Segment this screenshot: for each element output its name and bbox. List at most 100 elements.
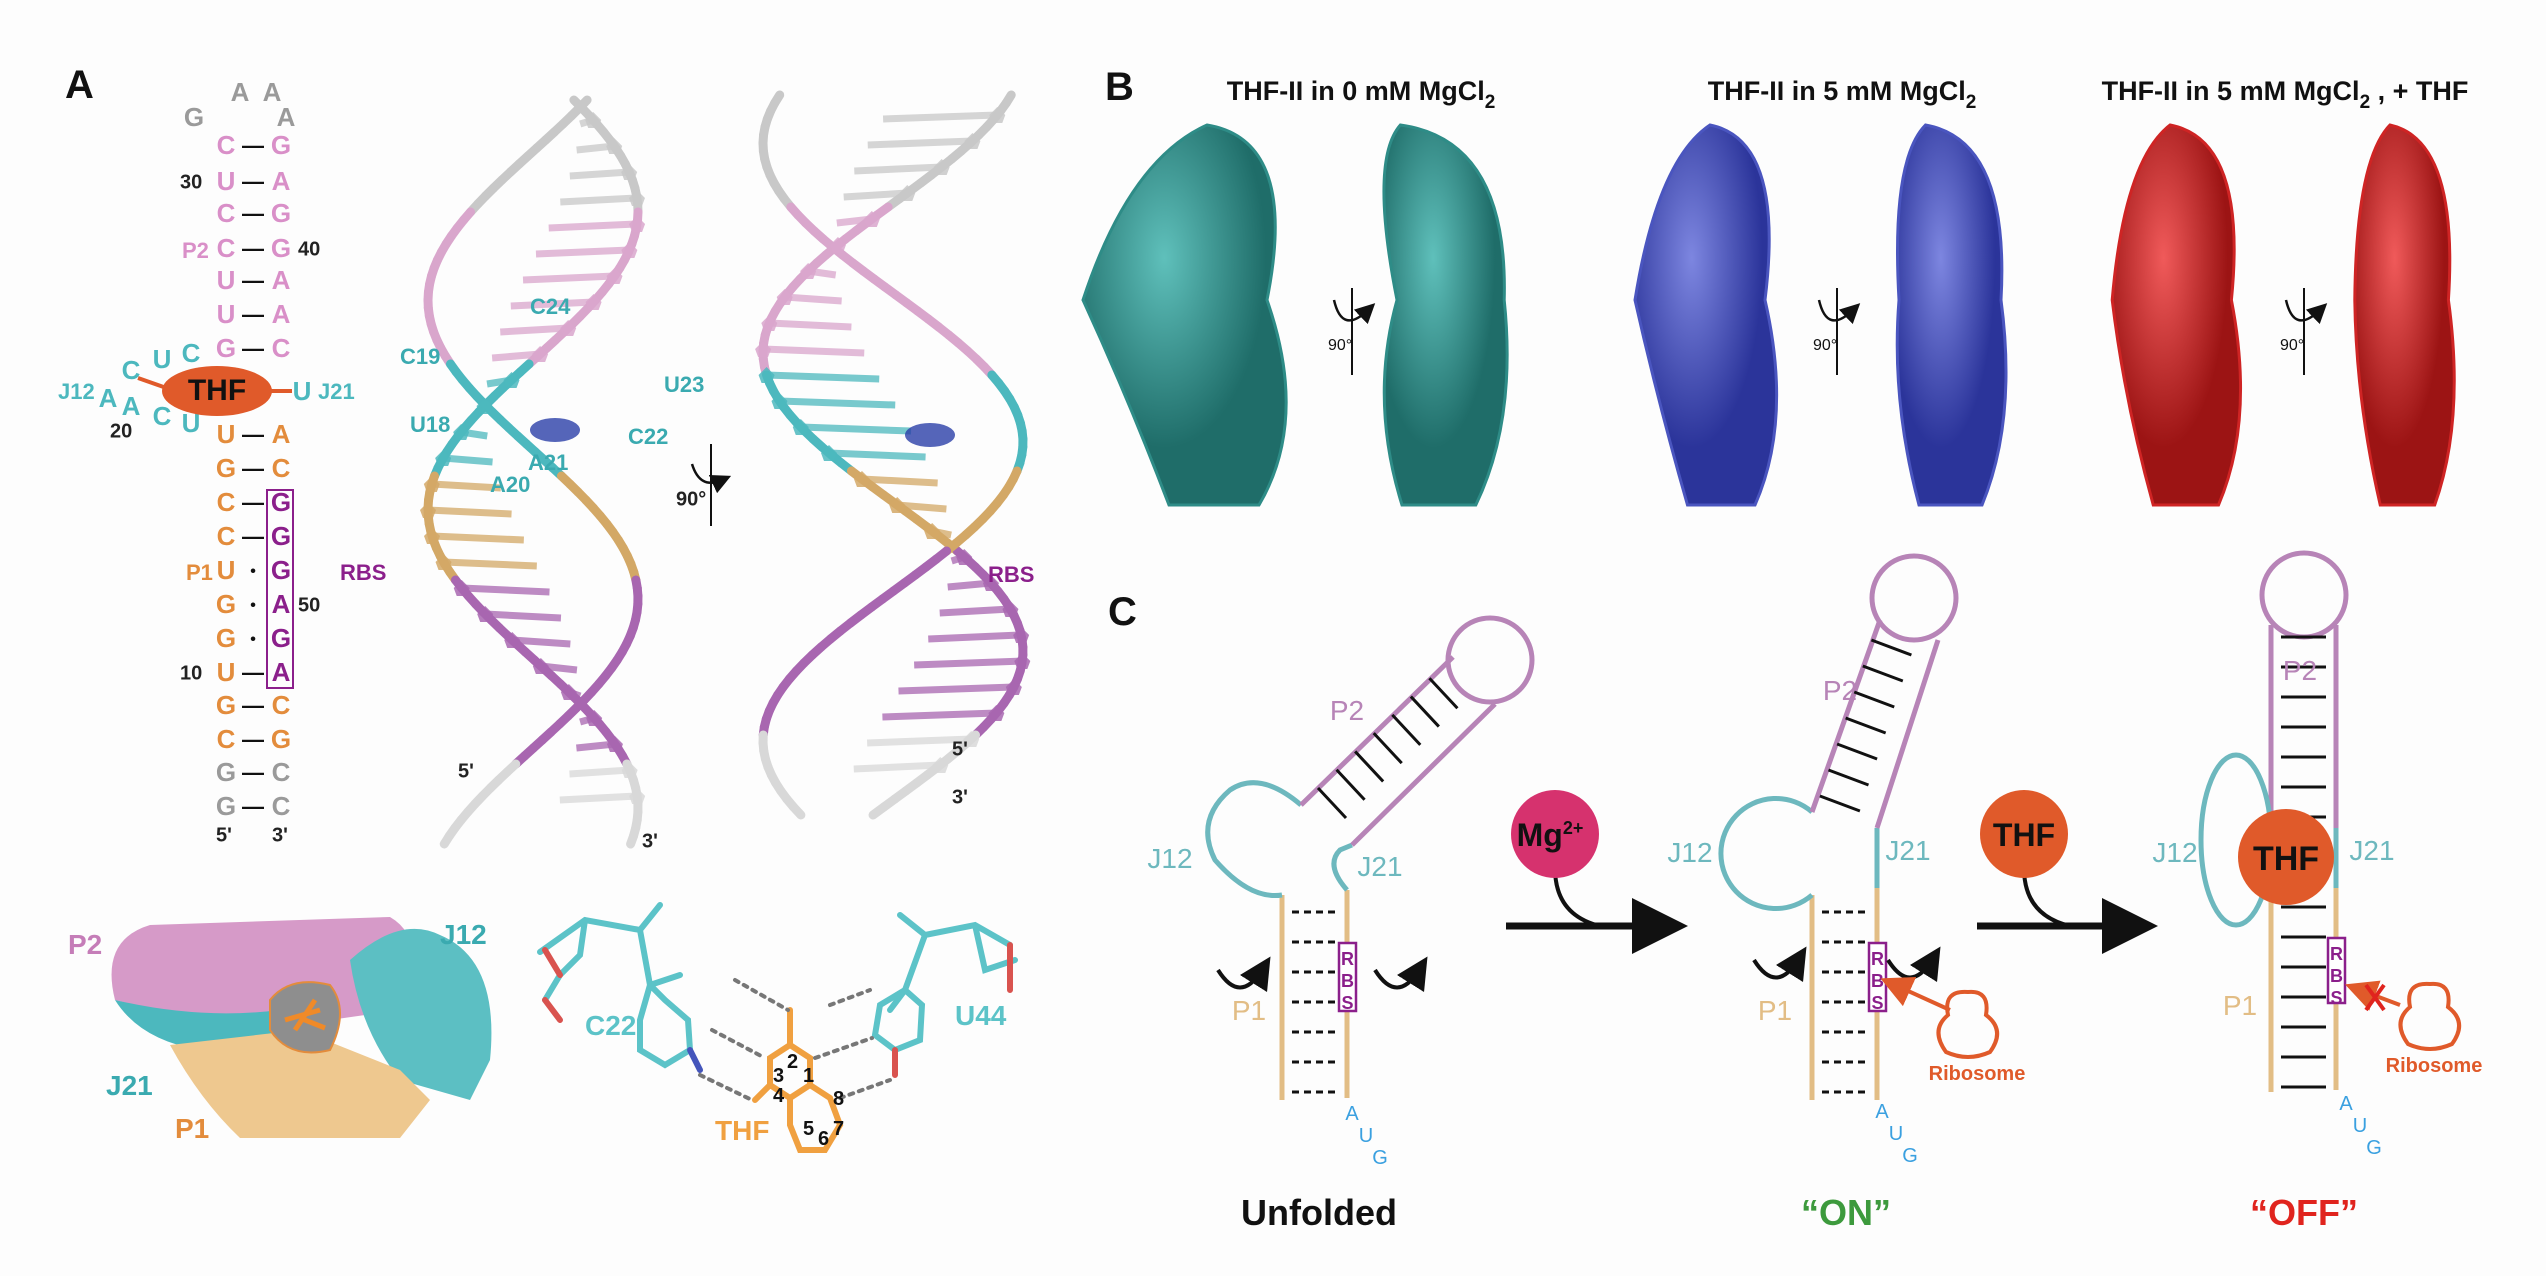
residue-label-c22: C22 — [585, 1010, 636, 1041]
label-u23: U23 — [664, 372, 704, 397]
j12-nucleotide: U — [153, 344, 172, 374]
sugar-ring — [560, 320, 577, 336]
rbs-letter: S — [2330, 988, 2342, 1008]
residue-label-u44: U44 — [955, 1000, 1007, 1031]
thf-ligand-stick — [284, 998, 326, 1032]
nt-number-40: 40 — [298, 238, 320, 260]
base-stack — [882, 111, 998, 123]
five-prime: 5' — [216, 824, 232, 846]
label-p1: P1 — [1758, 995, 1792, 1026]
base-pair-bond: — — [242, 760, 264, 785]
sugar-ring — [628, 190, 645, 206]
surface-view: P2 J12 J21 P1 — [68, 917, 492, 1144]
base-stack — [861, 475, 938, 487]
sugar-ring — [621, 164, 638, 180]
nucleotide: C — [217, 198, 236, 228]
base-stack — [779, 397, 896, 409]
sugar-ring — [755, 341, 772, 357]
mg-label: Mg2+ — [1517, 817, 1584, 853]
curved-arrow-icon — [1886, 946, 1941, 983]
sugar-ring — [1014, 653, 1031, 669]
base-stack — [784, 293, 842, 305]
crystal-structure-view-1 — [420, 95, 646, 849]
rbs-letter: S — [1871, 993, 1883, 1013]
hairpin-loop — [1445, 615, 1535, 705]
sugar-ring — [560, 684, 577, 700]
nucleotide: C — [272, 333, 291, 363]
u44-oxygens — [892, 942, 1013, 1078]
ribosome-icon — [2398, 981, 2461, 1051]
base-pair — [1391, 713, 1422, 746]
c22-base — [637, 979, 694, 1069]
nt-number-30: 30 — [180, 171, 202, 193]
base-pair-bond: • — [250, 597, 256, 614]
sugar-ring — [761, 315, 778, 331]
base-stack — [548, 220, 638, 232]
base-pair — [1853, 690, 1895, 709]
rotation-label: 90° — [1328, 337, 1352, 354]
ribosome-label: Ribosome — [1929, 1063, 2026, 1085]
sugar-ring — [423, 476, 440, 492]
atom-number: 3 — [773, 1065, 784, 1087]
sugar-ring — [964, 133, 981, 149]
base-stack — [867, 137, 973, 149]
sugar-ring — [606, 736, 623, 752]
backbone-segment — [439, 831, 454, 849]
j12-strand — [1718, 796, 1814, 911]
rotation-indicator: 90° — [676, 444, 732, 526]
nucleotide: G — [216, 623, 236, 653]
nt-number-20: 20 — [110, 420, 132, 442]
base-stack — [485, 610, 562, 622]
base-stack — [854, 163, 942, 175]
envelope-model — [2353, 123, 2456, 507]
sugar-ring — [586, 710, 603, 726]
sugar-ring — [988, 705, 1005, 721]
label-j21: J21 — [1885, 835, 1930, 866]
sugar-ring — [924, 523, 941, 539]
rotation-arrow-icon — [2284, 299, 2328, 325]
rotation-label: 90° — [676, 488, 706, 510]
nucleotide: U — [217, 265, 236, 295]
sugar-ring — [863, 211, 880, 227]
state-label-on: “ON” — [1801, 1192, 1891, 1233]
state-label-off: “OFF” — [2250, 1192, 2358, 1233]
base-stack — [939, 605, 1011, 617]
rotation-arrow-icon — [1817, 299, 1861, 325]
base-pair — [1372, 732, 1403, 765]
j12-strand — [1205, 780, 1303, 899]
surface-label-j21: J21 — [106, 1070, 153, 1101]
hairpin-loop — [1869, 553, 1959, 643]
base-stack — [898, 683, 1014, 695]
base-pair-bond: — — [242, 794, 264, 819]
sugar-ring — [504, 632, 521, 648]
base-pair-bond: — — [242, 201, 264, 226]
thf-label: THF — [188, 374, 246, 407]
envelope-model — [1895, 123, 2008, 507]
sugar-ring — [532, 346, 549, 362]
nucleotide: C — [272, 791, 291, 821]
base-stack — [535, 246, 630, 258]
ribosome-access-arrow — [1880, 977, 1951, 1012]
rotation-arrow-icon — [1332, 299, 1376, 325]
hairpin-loop — [2259, 550, 2349, 640]
base-pair — [1409, 695, 1440, 728]
nucleotide: C — [272, 757, 291, 787]
region-label-p2: P2 — [182, 238, 209, 263]
loop-nt: A — [263, 77, 282, 107]
nucleotide: A — [272, 419, 291, 449]
start-codon-letter: G — [1902, 1145, 1918, 1167]
rotation-label: 90° — [2280, 337, 2304, 354]
mg-symbol: Mg — [1517, 817, 1563, 853]
atom-number: 5 — [803, 1118, 814, 1140]
structure-labels: C24 C19 U23 U18 C22 A21 A20 — [400, 294, 704, 497]
c22-sugar — [537, 902, 683, 1003]
rbs-letter: B — [1871, 971, 1884, 991]
sugar-ring — [776, 289, 793, 305]
base-stack — [560, 194, 638, 206]
c22-amine — [687, 1047, 703, 1073]
rotation-arrow-icon — [690, 463, 732, 494]
nucleotide: C — [272, 453, 291, 483]
